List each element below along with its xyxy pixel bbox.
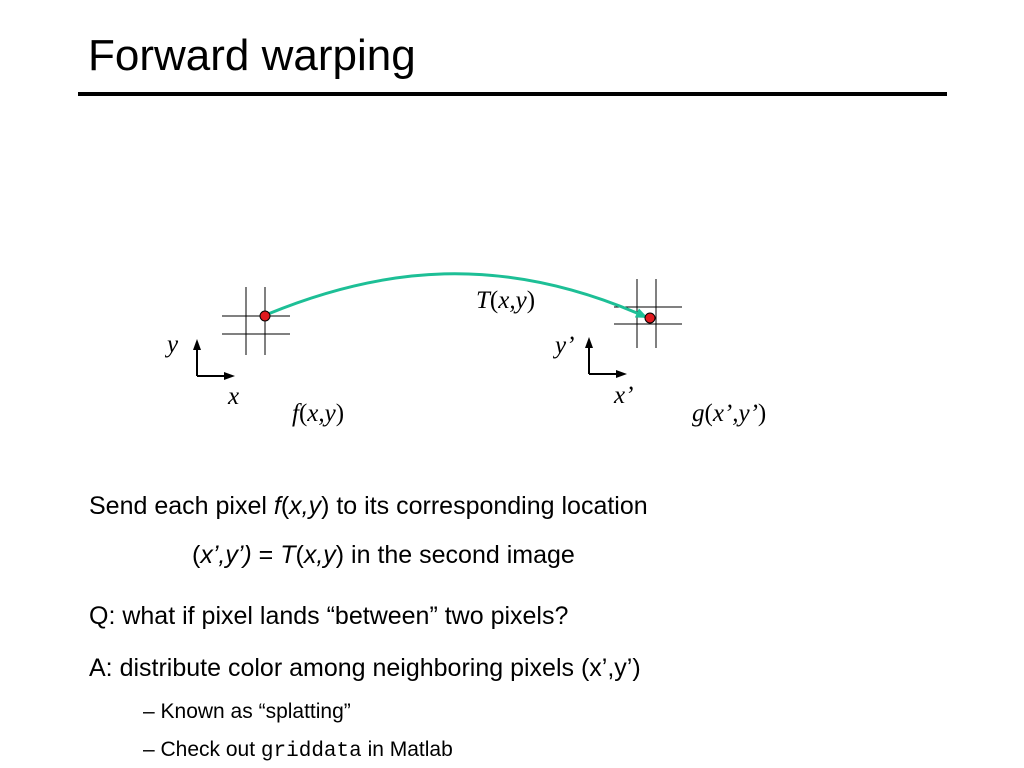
slide-title: Forward warping [88,31,416,80]
destination-axes [585,337,627,378]
body-line-send-pixel: Send each pixel f(x,y) to its correspond… [89,492,648,520]
transform-label: T(x,y) [476,287,536,314]
transform-arrow [267,272,648,319]
body-line-location: (x’,y’) = T(x,y) in the second image [192,541,575,569]
sub-bullet-griddata: – Check out griddata in Matlab [143,738,453,763]
source-axes [193,339,235,380]
griddata-code: griddata [260,740,362,763]
destination-pixel-dot [644,312,656,324]
destination-axis-x-label: x’ [614,382,634,409]
source-pixel-dot [259,310,271,322]
title-underline [78,92,947,96]
source-axis-x-label: x [228,383,240,410]
destination-image-label: g(x’,y’) [692,400,767,427]
source-image-label: f(x,y) [292,400,345,427]
answer-line: A: distribute color among neighboring pi… [89,654,641,682]
source-pixel-grid [222,287,290,355]
question-line: Q: what if pixel lands “between” two pix… [89,602,569,630]
source-axis-y-label: y [167,331,179,358]
destination-axis-y-label: y’ [555,332,575,359]
sub-bullet-splatting: – Known as “splatting” [143,700,351,723]
